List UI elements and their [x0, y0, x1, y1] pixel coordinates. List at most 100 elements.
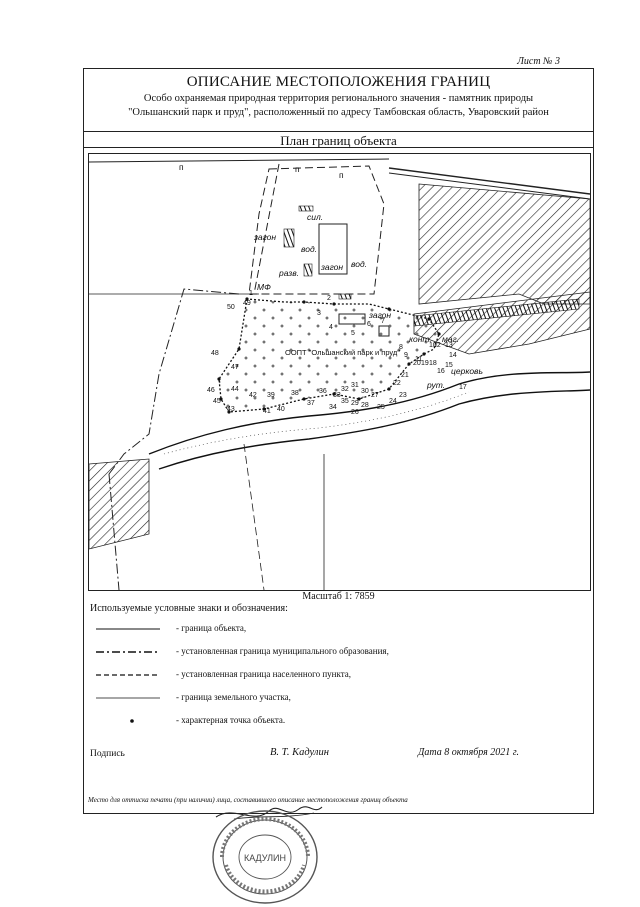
- building-main: [318, 223, 348, 275]
- label-mag: маг.: [442, 334, 460, 344]
- legend-item-municipal-boundary: - установленная граница муниципального о…: [96, 646, 586, 660]
- point-label: 38: [291, 390, 299, 397]
- signature-label: Подпись: [90, 749, 125, 759]
- legend-item-object-boundary: - граница объекта,: [96, 623, 586, 637]
- point-label: 30: [361, 388, 369, 395]
- point-label: 22: [393, 380, 401, 387]
- point-label: 28: [361, 402, 369, 409]
- point-label: 35: [341, 398, 349, 405]
- point-label: 49: [243, 300, 251, 307]
- boundary-map: сил. загон вод. загон вод. разв. МФ заго…: [88, 153, 591, 591]
- label-park: ООПТ "Ольшанский парк и пруд": [285, 348, 400, 357]
- river-bank-south: [158, 389, 590, 470]
- point-label: 24: [389, 398, 397, 405]
- label-mf: МФ: [257, 282, 271, 292]
- point-label: 33: [333, 392, 341, 399]
- point-label: 11: [415, 356, 423, 363]
- official-seal: КАДУЛИН: [212, 810, 318, 904]
- label-vod-1: вод.: [301, 244, 318, 254]
- subtitle-line-1: Особо охраняемая природная территория ре…: [143, 93, 534, 104]
- point-label: 1: [249, 290, 253, 297]
- point-label: 2: [327, 295, 331, 302]
- point-label: 25: [377, 404, 385, 411]
- forest-area-southwest: [89, 458, 150, 550]
- point-label: 37: [307, 400, 315, 407]
- point-label: 13: [445, 342, 453, 349]
- point-label: 17: [459, 384, 467, 391]
- point-label: 36: [319, 388, 327, 395]
- point-label: 39: [267, 392, 275, 399]
- signature-date: Дата 8 октября 2021 г.: [418, 747, 520, 758]
- legend-title: Используемые условные знаки и обозначени…: [90, 603, 288, 614]
- forest-area-north: [418, 183, 590, 305]
- label-rut: рут.: [427, 380, 446, 390]
- point-label: 6: [367, 321, 371, 328]
- point-label: 32: [341, 386, 349, 393]
- legend-item-characteristic-point: - характерная точка объекта.: [96, 715, 586, 729]
- point-label: 4: [329, 324, 333, 331]
- municipal-boundary: [108, 288, 240, 475]
- map-drawing: [89, 158, 590, 590]
- legend-label: - граница земельного участка,: [176, 692, 291, 702]
- point-label: 10: [429, 342, 437, 349]
- point-label: 50: [227, 304, 235, 311]
- label-sil: сил.: [307, 212, 324, 222]
- signer-name: В. Т. Кадулин: [270, 747, 329, 758]
- river-bank-north: [148, 371, 590, 455]
- point-label: 43: [227, 406, 235, 413]
- seal-text: КАДУЛИН: [244, 853, 286, 863]
- point-label: 21: [401, 372, 409, 379]
- handwritten-signature: [215, 806, 323, 820]
- label-p-3: п: [179, 162, 184, 172]
- legend-item-land-plot-boundary: - граница земельного участка,: [96, 692, 586, 706]
- seal-placeholder-note: Место для оттиска печати (при наличии) л…: [88, 796, 408, 804]
- plan-title-box: [84, 131, 593, 148]
- point-label: 40: [277, 406, 285, 413]
- point-label: 19: [421, 360, 429, 367]
- label-zagon-3: загон: [369, 310, 392, 320]
- point-label: 23: [399, 392, 407, 399]
- characteristic-points: [217, 297, 441, 414]
- plan-title: План границ объекта: [280, 133, 397, 148]
- point-label: 26: [351, 409, 359, 416]
- point-label: 27: [371, 392, 379, 399]
- point-label: 5: [351, 330, 355, 337]
- legend-label: - установленная граница населенного пунк…: [176, 669, 352, 679]
- farm-boundary: [248, 165, 385, 295]
- label-razv: разв.: [279, 268, 300, 278]
- point-label: 20: [413, 360, 421, 367]
- point-label: 18: [429, 360, 437, 367]
- object-boundary: [218, 298, 440, 413]
- point-label: 46: [207, 387, 215, 394]
- legend-label: - установленная граница муниципального о…: [176, 646, 389, 656]
- map-scale: Масштаб 1: 7859: [302, 591, 375, 602]
- legend-item-settlement-boundary: - установленная граница населенного пунк…: [96, 669, 586, 683]
- point-label: 15: [445, 362, 453, 369]
- point-label: 48: [211, 350, 219, 357]
- label-kont: конт.: [409, 334, 432, 344]
- point-label: 31: [351, 382, 359, 389]
- legend-label: - характерная точка объекта.: [176, 715, 286, 725]
- label-zagon-1: загон: [254, 232, 277, 242]
- road-line: [388, 167, 590, 195]
- point-label: 7: [381, 318, 385, 325]
- document-title: ОПИСАНИЕ МЕСТОПОЛОЖЕНИЯ ГРАНИЦ: [186, 74, 491, 90]
- point-label: 14: [449, 352, 457, 359]
- point-label: 12: [433, 342, 441, 349]
- point-label: 47: [231, 364, 239, 371]
- point-label: 45: [213, 398, 221, 405]
- point-label: 9: [404, 352, 408, 359]
- legend-label: - граница объекта,: [176, 623, 247, 633]
- label-cerkov: церковь: [451, 366, 483, 376]
- label-p-1: п: [295, 164, 300, 174]
- subtitle-line-2: "Ольшанский парк и пруд", расположенный …: [128, 107, 549, 118]
- label-zagon-2: загон: [321, 262, 344, 272]
- point-label: 8: [399, 344, 403, 351]
- sheet-number: Лист № 3: [517, 56, 560, 67]
- point-label: 29: [351, 400, 359, 407]
- point-label: 3: [317, 310, 321, 317]
- label-vod-2: вод.: [351, 259, 368, 269]
- point-label: 41: [263, 408, 271, 415]
- point-label: 44: [231, 386, 239, 393]
- point-label: 34: [329, 404, 337, 411]
